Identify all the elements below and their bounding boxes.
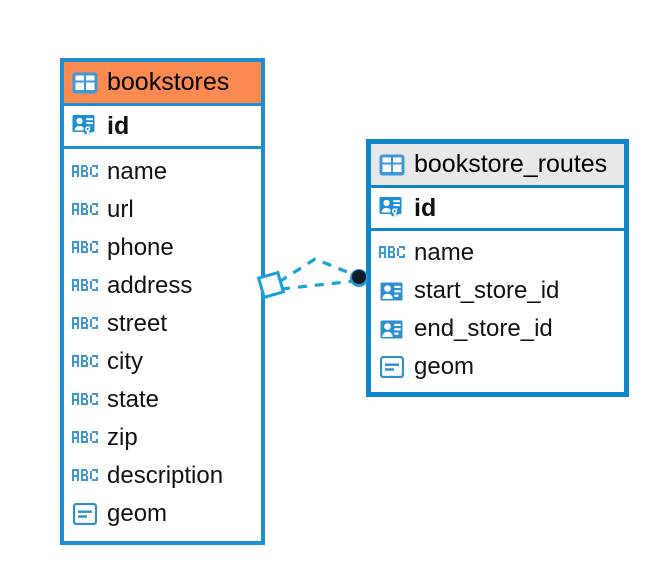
- field-row-geom[interactable]: geom: [64, 495, 261, 533]
- primary-key-icon: [379, 195, 405, 221]
- field-row-geom[interactable]: geom: [371, 348, 624, 386]
- field-label: end_store_id: [414, 315, 553, 342]
- field-label: zip: [107, 424, 138, 451]
- abc-text-icon: [72, 463, 98, 489]
- entity-header-bookstores[interactable]: bookstores: [64, 62, 261, 106]
- field-label: name: [414, 239, 475, 266]
- entity-header-bookstore-routes[interactable]: bookstore_routes: [371, 144, 624, 188]
- field-label-id: id: [414, 193, 437, 222]
- relationship-line-upper: [278, 257, 358, 284]
- field-label: start_store_id: [414, 277, 560, 304]
- entity-title: bookstores: [107, 68, 230, 96]
- abc-text-icon: [72, 159, 98, 185]
- relationship-connector[interactable]: [255, 248, 380, 323]
- field-label: address: [107, 272, 193, 299]
- field-label: phone: [107, 234, 174, 261]
- foreign-key-icon: [379, 278, 405, 304]
- field-label: geom: [414, 353, 475, 380]
- field-row-zip[interactable]: zip: [64, 419, 261, 457]
- field-row-url[interactable]: url: [64, 191, 261, 229]
- abc-text-icon: [72, 387, 98, 413]
- abc-text-icon: [72, 425, 98, 451]
- field-label-id: id: [107, 111, 130, 140]
- field-label: url: [107, 196, 134, 223]
- field-label: geom: [107, 500, 168, 527]
- abc-text-icon: [72, 235, 98, 261]
- abc-text-icon: [72, 311, 98, 337]
- entity-fields-bookstores: name: [64, 149, 261, 541]
- field-row-name[interactable]: name: [371, 234, 624, 272]
- abc-text-icon: [72, 273, 98, 299]
- field-row-city[interactable]: city: [64, 343, 261, 381]
- field-row-street[interactable]: street: [64, 305, 261, 343]
- field-row-primary-key[interactable]: id: [371, 188, 624, 231]
- field-row-address[interactable]: address: [64, 267, 261, 305]
- field-row-end-store-id[interactable]: end_store_id: [371, 310, 624, 348]
- relationship-line-lower: [280, 279, 356, 291]
- field-label: street: [107, 310, 168, 337]
- primary-key-icon: [72, 113, 98, 139]
- abc-text-icon: [72, 349, 98, 375]
- table-icon: [72, 70, 98, 96]
- abc-text-icon: [379, 240, 405, 266]
- table-icon: [379, 152, 405, 178]
- field-row-start-store-id[interactable]: start_store_id: [371, 272, 624, 310]
- entity-title: bookstore_routes: [414, 150, 608, 178]
- field-label: state: [107, 386, 160, 413]
- field-label: description: [107, 462, 224, 489]
- entity-fields-bookstore-routes: name start_store_id: [371, 231, 624, 392]
- entity-bookstore-routes[interactable]: bookstore_routes id: [366, 139, 629, 397]
- entity-bookstores[interactable]: bookstores id: [60, 58, 265, 545]
- foreign-key-icon: [379, 316, 405, 342]
- field-label: name: [107, 158, 168, 185]
- geometry-icon: [379, 354, 405, 380]
- field-row-phone[interactable]: phone: [64, 229, 261, 267]
- field-row-primary-key[interactable]: id: [64, 106, 261, 149]
- field-label: city: [107, 348, 143, 375]
- field-row-description[interactable]: description: [64, 457, 261, 495]
- field-row-state[interactable]: state: [64, 381, 261, 419]
- geometry-icon: [72, 501, 98, 527]
- abc-text-icon: [72, 197, 98, 223]
- field-row-name[interactable]: name: [64, 153, 261, 191]
